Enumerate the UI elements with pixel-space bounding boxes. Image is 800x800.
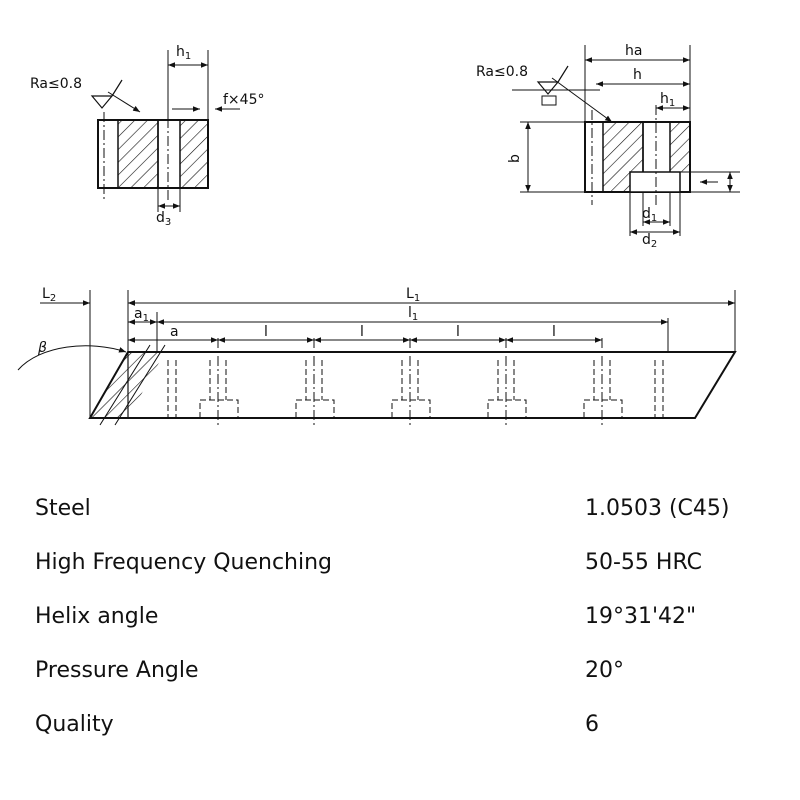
chamfer-label: f×45° bbox=[223, 92, 264, 108]
left-section-view: h1 f×45° Ra≤0.8 d3 bbox=[30, 44, 264, 228]
l1-label: l1 bbox=[408, 305, 418, 323]
d3-label: d3 bbox=[156, 210, 171, 228]
pitch-label: l bbox=[264, 324, 268, 340]
pitch-label: l bbox=[456, 324, 460, 340]
spec-label: Steel bbox=[35, 496, 91, 521]
spec-value: 20° bbox=[585, 658, 624, 683]
beta-label: β bbox=[37, 340, 47, 356]
spec-row-quality: Quality 6 bbox=[0, 712, 800, 752]
pitch-label: l bbox=[360, 324, 364, 340]
technical-drawing: h1 f×45° Ra≤0.8 d3 ha h h1 Ra≤0.8 bbox=[17, 43, 740, 426]
rack-front-view: L2 L1 a1 l1 a l l l l β bbox=[17, 286, 737, 426]
spec-row-pressure-angle: Pressure Angle 20° bbox=[0, 658, 800, 698]
spec-label: Helix angle bbox=[35, 604, 159, 629]
roughness-label-right: Ra≤0.8 bbox=[476, 64, 528, 80]
h-label: h bbox=[633, 67, 642, 83]
spec-value: 6 bbox=[585, 712, 599, 737]
datum-box-icon bbox=[541, 95, 557, 106]
d2-label: d2 bbox=[642, 232, 657, 250]
roughness-symbol-icon bbox=[90, 79, 123, 109]
spec-value: 50-55 HRC bbox=[585, 550, 703, 575]
roughness-symbol-icon bbox=[536, 65, 569, 95]
right-section-view: ha h h1 Ra≤0.8 b d1 d2 bbox=[476, 43, 740, 250]
spec-value: 1.0503 (C45) bbox=[585, 496, 730, 521]
mounting-holes bbox=[167, 338, 664, 425]
L1-label: L1 bbox=[406, 286, 420, 304]
pitch-label: l bbox=[552, 324, 556, 340]
h1-label-right: h1 bbox=[660, 91, 675, 109]
b-label: b bbox=[507, 154, 523, 163]
L2-label: L2 bbox=[42, 286, 56, 304]
spec-value: 19°31'42" bbox=[585, 604, 697, 629]
d1-label: d1 bbox=[642, 206, 657, 224]
ha-label: ha bbox=[625, 43, 642, 59]
spec-row-quenching: High Frequency Quenching 50-55 HRC bbox=[0, 550, 800, 590]
spec-label: Pressure Angle bbox=[35, 658, 199, 683]
spec-label: Quality bbox=[35, 712, 114, 737]
spec-row-steel: Steel 1.0503 (C45) bbox=[0, 496, 800, 536]
roughness-label: Ra≤0.8 bbox=[30, 76, 82, 92]
a-label: a bbox=[170, 324, 179, 340]
spec-label: High Frequency Quenching bbox=[35, 550, 332, 575]
spec-row-helix-angle: Helix angle 19°31'42" bbox=[0, 604, 800, 644]
h1-label: h1 bbox=[176, 44, 191, 62]
a1-label: a1 bbox=[134, 306, 149, 324]
